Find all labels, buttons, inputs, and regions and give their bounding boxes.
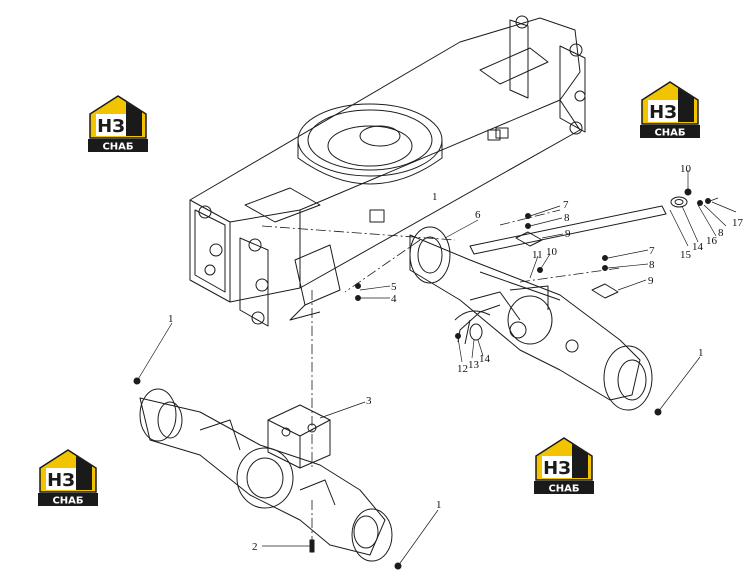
logo-bottom-text: СНАБ [654, 128, 685, 139]
leader-lines [136, 170, 737, 567]
main-frame [189, 15, 586, 327]
logo-top-text: НЗ [47, 470, 75, 491]
callout-9-upper: 9 [565, 228, 571, 240]
callout-8-upper: 8 [564, 212, 570, 224]
watermark-logo-bottom-right: НЗ СНАБ [532, 434, 596, 496]
callout-4: 4 [391, 293, 397, 305]
callout-12: 12 [457, 363, 468, 375]
logo-bottom-text: СНАБ [548, 484, 579, 495]
callout-3: 3 [366, 395, 372, 407]
callout-5: 5 [391, 281, 397, 293]
callout-7-lower: 7 [649, 245, 655, 257]
callout-6: 6 [475, 209, 481, 221]
callout-8-pin: 8 [718, 227, 724, 239]
callout-15: 15 [680, 249, 692, 261]
callout-14-axle: 14 [479, 353, 491, 365]
callout-16: 16 [706, 235, 718, 247]
watermark-logo-top-right: НЗ СНАБ [638, 78, 702, 140]
front-axle [139, 388, 393, 562]
logo-top-text: НЗ [649, 102, 677, 123]
callout-14-pin: 14 [692, 241, 704, 253]
callout-13: 13 [468, 359, 480, 371]
callout-1-rear-right: 1 [698, 347, 704, 359]
callout-numbers: 1 1 1 1 2 3 4 5 6 7 8 9 7 8 9 10 10 11 1… [168, 163, 744, 553]
hardware [133, 188, 711, 570]
logo-bottom-text: СНАБ [52, 496, 83, 507]
callout-10-lower: 10 [546, 246, 558, 258]
callout-2: 2 [252, 541, 258, 553]
callout-8-lower: 8 [649, 259, 655, 271]
logo-top-text: НЗ [543, 458, 571, 479]
callout-1-frame: 1 [432, 191, 438, 203]
rear-axle [409, 226, 653, 411]
watermark-logo-bottom-left: НЗ СНАБ [36, 446, 100, 508]
callout-11: 11 [532, 249, 543, 261]
callout-9-lower: 9 [648, 275, 654, 287]
callout-1-front-left: 1 [168, 313, 174, 325]
logo-bottom-text: СНАБ [102, 142, 133, 153]
callout-10-pin: 10 [680, 163, 692, 175]
callout-7-upper: 7 [563, 199, 569, 211]
callout-1-front-right: 1 [436, 499, 442, 511]
callout-17: 17 [732, 217, 744, 229]
logo-top-text: НЗ [97, 116, 125, 137]
watermark-logo-top-left: НЗ СНАБ [86, 92, 150, 154]
